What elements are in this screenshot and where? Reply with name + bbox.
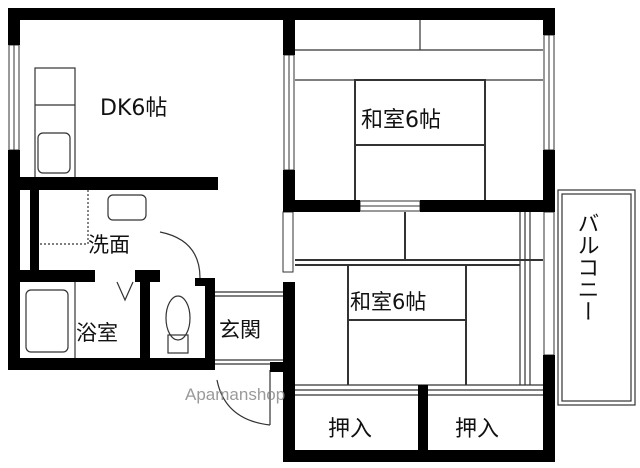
room-labels: DK6帖 和室6帖 洗面 浴室 玄関 和室6帖 押入 押入 バルコニー [76, 96, 599, 442]
room-label-washitsu-lower: 和室6帖 [350, 290, 426, 314]
room-label-bath: 浴室 [76, 321, 118, 345]
room-label-balcony: バルコニー [574, 212, 599, 322]
watermark: Apamanshop [185, 385, 285, 404]
walls [8, 8, 555, 462]
room-label-closet-left: 押入 [328, 417, 372, 442]
room-label-washitsu-upper: 和室6帖 [361, 108, 441, 133]
balcony-outline [557, 189, 636, 406]
room-label-entrance: 玄関 [219, 318, 261, 342]
room-label-dk: DK6帖 [100, 96, 167, 121]
thin-lines [25, 20, 636, 426]
room-label-washroom: 洗面 [88, 233, 130, 257]
room-label-closet-right: 押入 [455, 417, 499, 442]
windows [8, 34, 555, 356]
